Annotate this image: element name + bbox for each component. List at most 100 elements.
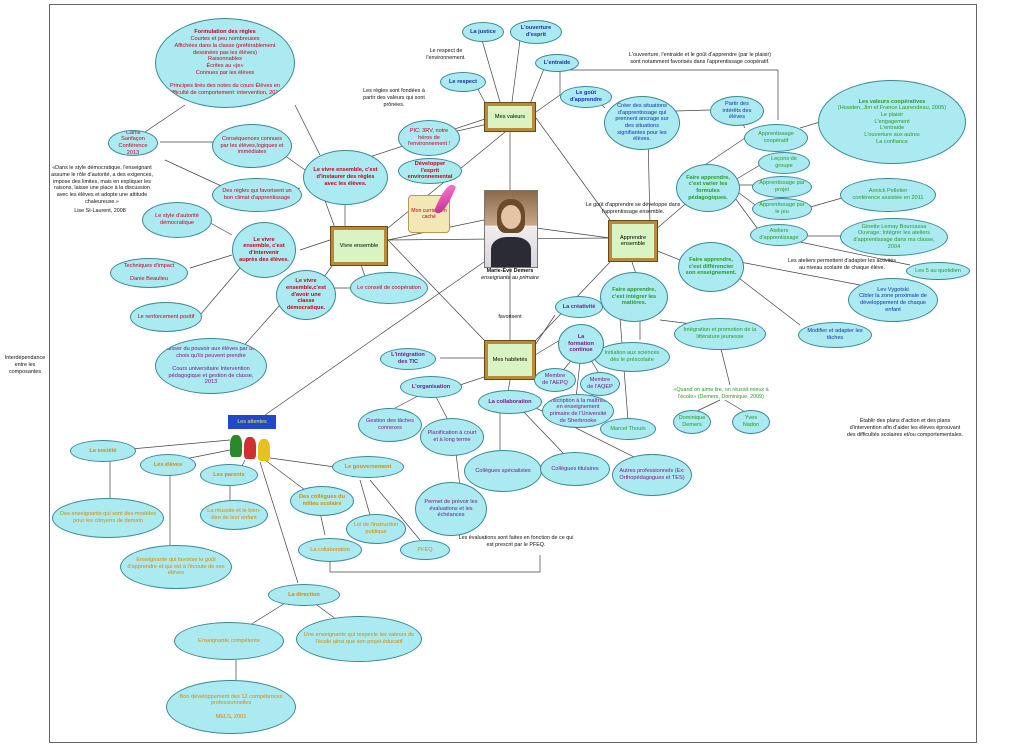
board-vivre-label: Vivre ensemble xyxy=(334,230,384,262)
node-modifier[interactable]: Modifier et adapter les tâches xyxy=(798,322,872,348)
node-gestion[interactable]: Gestion des tâches connexes xyxy=(358,408,422,442)
node-aepq[interactable]: Membre de l'AEPQ xyxy=(534,368,576,392)
node-specialistes[interactable]: Collègues spécialistes xyxy=(464,450,542,492)
node-faire-varier[interactable]: Faire apprendre, c'est varier les formul… xyxy=(676,164,740,212)
node-planification-line: Planification à court et à long terme xyxy=(427,430,477,443)
label-respect-env: Le respect de l'environnement. xyxy=(426,48,466,61)
label-evaluations-pfeq: Les évaluations sont faites en fonction … xyxy=(458,535,574,548)
node-respect-line: Le respect xyxy=(449,78,477,85)
node-gout[interactable]: Le goût d'apprendre xyxy=(560,86,612,108)
node-developper-line: Développer l'esprit environnemental xyxy=(407,160,453,181)
node-titulaires-line: Collègues titulaires xyxy=(551,465,599,472)
node-pfeq[interactable]: PFEQ xyxy=(400,540,450,560)
node-regles-climat[interactable]: Des règles qui favorisent un bon climat … xyxy=(212,178,302,212)
node-cinq[interactable]: Les 5 au quotidien xyxy=(906,262,970,280)
node-entraide-line: L'entraide xyxy=(543,59,571,66)
node-tic-line: L'intégration des TIC xyxy=(391,352,425,365)
node-enseignante-gout[interactable]: Enseignante qui favorise le goût d'appre… xyxy=(120,545,232,589)
node-yves[interactable]: Yves Nadon xyxy=(732,410,770,434)
node-camil-line: Conférence 2013 xyxy=(118,143,148,156)
node-conseil[interactable]: Le conseil de coopération xyxy=(350,272,428,304)
node-integrer[interactable]: Faire apprendre, c'est intégrer les mati… xyxy=(600,272,668,322)
board-vivre-ensemble[interactable]: Vivre ensemble xyxy=(330,226,388,266)
node-evaluations[interactable]: Permet de prévoir les évaluations et les… xyxy=(415,482,487,536)
node-lecons[interactable]: Leçons de groupe xyxy=(758,152,810,174)
node-creer[interactable]: Créer des situations d'apprentissage qui… xyxy=(604,96,680,150)
node-maitrise-line: Inscription à la maîtrise en enseignemen… xyxy=(549,397,607,424)
node-intervenir[interactable]: Le vivre ensemble, c'est d'intervenir au… xyxy=(232,222,296,278)
node-techniques[interactable]: Techniques d'impact Danie Beaulieu xyxy=(110,258,188,288)
node-aqep[interactable]: Membre de l'AQEP xyxy=(580,372,620,396)
node-tic[interactable]: L'intégration des TIC xyxy=(380,348,436,370)
node-techniques-line xyxy=(124,270,175,277)
node-specialistes-line: Collègues spécialistes xyxy=(475,467,531,474)
node-app-projet[interactable]: Apprentissage par projet xyxy=(752,176,812,198)
node-maitrise[interactable]: Inscription à la maîtrise en enseignemen… xyxy=(542,394,614,428)
node-planification[interactable]: Planification à court et à long terme xyxy=(420,418,484,456)
node-gouvernement[interactable]: Le gouvernement xyxy=(332,456,404,478)
node-partir-line: Partir des intérêts des élèves xyxy=(722,100,752,121)
node-app-jeu[interactable]: Apprentissage par le jeu xyxy=(752,198,812,220)
node-citoyens[interactable]: Des enseignants qui sont des modèles pou… xyxy=(52,498,164,538)
node-direction[interactable]: La direction xyxy=(268,584,340,606)
node-democratique[interactable]: Le vivre ensemble,c'est d'avoir une clas… xyxy=(276,270,336,320)
node-marcel[interactable]: Marcel Thouin xyxy=(600,418,656,440)
node-bon-dev[interactable]: Bon développement des 12 compétences pro… xyxy=(166,680,296,734)
node-valeurs-coop[interactable]: Les valeurs coopératives(Howden, Jim et … xyxy=(818,80,966,164)
node-la-collab[interactable]: La collaboration xyxy=(298,538,362,562)
node-competente[interactable]: Enseignante compétente xyxy=(174,622,284,660)
node-eleves[interactable]: Les élèves xyxy=(140,454,196,476)
node-organisation[interactable]: L'organisation xyxy=(400,376,462,398)
node-dominique[interactable]: Dominique Demers xyxy=(673,410,711,434)
node-style[interactable]: Le style d'autorité démocratique xyxy=(142,202,212,238)
node-ateliers[interactable]: Ateliers d'apprentissage xyxy=(750,224,808,246)
node-integration-litt[interactable]: Intégration et promotion de la littératu… xyxy=(674,318,766,350)
node-bon-dev-line xyxy=(173,707,289,714)
board-apprendre-ensemble[interactable]: Apprendre ensemble xyxy=(608,220,658,262)
node-collegues-milieu[interactable]: Des collègues du milieu scolaire xyxy=(290,486,354,516)
label-quand: «Quand on aime lire, on réussit mieux à … xyxy=(673,387,769,400)
node-partir[interactable]: Partir des intérêts des élèves xyxy=(710,96,764,126)
board-valeurs[interactable]: Mes valeurs xyxy=(484,102,536,132)
board-habiletes[interactable]: Mes habiletés xyxy=(484,340,536,380)
kids-illustration: Les attentes xyxy=(226,413,280,463)
node-reussite[interactable]: La réussite et le bien-être de leur enfa… xyxy=(200,500,268,530)
center-caption: Marie-Ève Demers enseignante au primaire xyxy=(470,268,550,282)
node-parents[interactable]: Les parents xyxy=(200,464,258,486)
board-habiletes-label: Mes habiletés xyxy=(488,344,532,376)
node-renforcement[interactable]: Le renforcement positif xyxy=(130,302,202,332)
node-respecte-line: Une enseignante qui respecte les valeurs… xyxy=(303,632,415,645)
node-creer-line: Créer des situations d'apprentissage qui… xyxy=(615,102,669,143)
node-formulation-line: Courtes et peu nombreuses xyxy=(190,36,260,43)
node-techniques-line: Danie Beaulieu xyxy=(130,276,168,283)
node-entraide[interactable]: L'entraide xyxy=(535,54,579,72)
node-vivre-regles[interactable]: Le vivre ensemble, c'est d'instaurer des… xyxy=(303,150,388,205)
node-societe[interactable]: La société xyxy=(70,440,136,462)
node-ouverture-line: L'ouverture d'esprit xyxy=(520,25,552,38)
node-consequences[interactable]: Conséquences connues par les élèves,logi… xyxy=(212,124,292,168)
node-lasser[interactable]: Laisser du pouvoir aux élèves par des ch… xyxy=(155,338,267,394)
node-valeurs-coop-line: Les valeurs coopératives xyxy=(858,98,926,105)
node-respecte[interactable]: Une enseignante qui respecte les valeurs… xyxy=(296,616,422,662)
node-app-coop[interactable]: Apprentissage coopératif xyxy=(744,124,808,152)
node-autres[interactable]: Autres professionnels (Ex: Orthopédagogu… xyxy=(612,454,692,496)
node-ginette-line: Ouvrage: Intégrer les ateliers d'apprent… xyxy=(853,230,935,250)
node-initiation[interactable]: Initiation aux sciences dès le préscolai… xyxy=(594,342,670,372)
node-formation[interactable]: La formation continue xyxy=(558,324,604,364)
node-developper[interactable]: Développer l'esprit environnemental xyxy=(398,158,462,184)
node-conseil-line: Le conseil de coopération xyxy=(357,284,421,291)
node-collaboration[interactable]: La collaboration xyxy=(478,390,542,414)
node-justice[interactable]: La justice xyxy=(462,22,504,42)
node-respect[interactable]: Le respect xyxy=(440,72,486,92)
node-creativite[interactable]: La créativité xyxy=(555,296,603,318)
node-titulaires[interactable]: Collègues titulaires xyxy=(540,452,610,486)
node-ouverture[interactable]: L'ouverture d'esprit xyxy=(510,20,562,44)
node-differencier[interactable]: Faire apprendre, c'est différencier son … xyxy=(678,242,744,292)
node-pic[interactable]: PIC: 3RV, notre héros de l'environnement… xyxy=(398,120,460,156)
node-loi[interactable]: Loi de l'instruction publique xyxy=(346,514,406,544)
